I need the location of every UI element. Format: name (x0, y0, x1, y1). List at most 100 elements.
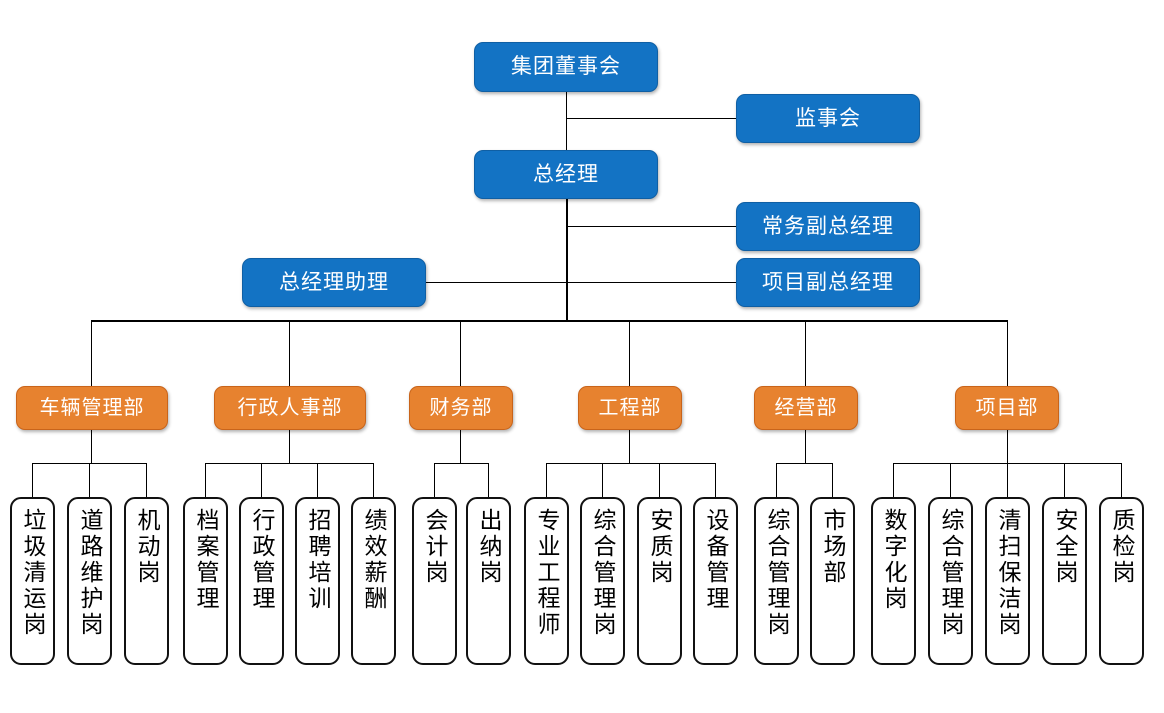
node-supervisory-board[interactable]: 监事会 (736, 94, 920, 143)
position-box-1-3[interactable]: 机动岗 (124, 497, 169, 665)
connector-stem-dept-3 (460, 430, 461, 463)
department-box-5[interactable]: 经营部 (754, 386, 858, 430)
connector-drop-dept-2 (289, 320, 290, 386)
position-label-6-4: 安全岗 (1052, 508, 1078, 586)
position-label-1-1: 垃圾清运岗 (20, 508, 46, 638)
node-gm-assistant[interactable]: 总经理助理 (242, 258, 426, 307)
node-board-label: 集团董事会 (511, 55, 621, 79)
connector-drop-dept-4 (629, 320, 630, 386)
connector-leafdrop-6-3 (1007, 463, 1008, 497)
position-box-4-4[interactable]: 设备管理 (693, 497, 738, 665)
connector-leafdrop-4-4 (715, 463, 716, 497)
position-box-1-2[interactable]: 道路维护岗 (67, 497, 112, 665)
connector-leafdrop-6-4 (1064, 463, 1065, 497)
department-label-5: 经营部 (774, 397, 838, 419)
position-box-2-4[interactable]: 绩效薪酬 (351, 497, 396, 665)
connector-leafdrop-6-5 (1121, 463, 1122, 497)
position-label-2-3: 招聘培训 (305, 508, 331, 612)
position-label-6-1: 数字化岗 (881, 508, 907, 612)
node-gm-assistant-label: 总经理助理 (279, 270, 389, 294)
connector-drop-dept-5 (805, 320, 806, 386)
node-project-deputy-gm-label: 项目副总经理 (762, 270, 894, 294)
position-label-6-3: 清扫保洁岗 (995, 508, 1021, 638)
position-label-2-2: 行政管理 (249, 508, 275, 612)
connector-leafdrop-4-1 (546, 463, 547, 497)
position-label-1-2: 道路维护岗 (77, 508, 103, 638)
department-box-2[interactable]: 行政人事部 (214, 386, 366, 430)
department-label-1: 车辆管理部 (39, 397, 145, 419)
department-label-4: 工程部 (598, 397, 662, 419)
position-box-2-2[interactable]: 行政管理 (239, 497, 284, 665)
node-general-manager[interactable]: 总经理 (474, 150, 658, 199)
connector-drop-dept-3 (460, 320, 461, 386)
connector-subbus-dept-3 (434, 463, 489, 464)
position-box-6-4[interactable]: 安全岗 (1042, 497, 1087, 665)
connector-leafdrop-1-3 (146, 463, 147, 497)
position-box-4-1[interactable]: 专业工程师 (524, 497, 569, 665)
position-box-5-1[interactable]: 综合管理岗 (754, 497, 799, 665)
position-box-6-3[interactable]: 清扫保洁岗 (985, 497, 1030, 665)
connector-leafdrop-6-2 (950, 463, 951, 497)
position-box-4-2[interactable]: 综合管理岗 (580, 497, 625, 665)
position-box-2-1[interactable]: 档案管理 (183, 497, 228, 665)
connector-stem-dept-1 (91, 430, 92, 463)
position-label-6-5: 质检岗 (1109, 508, 1135, 586)
connector-gm-to-exec-deputy (566, 226, 736, 227)
position-box-1-1[interactable]: 垃圾清运岗 (10, 497, 55, 665)
position-box-3-2[interactable]: 出纳岗 (466, 497, 511, 665)
connector-gm-assistant (426, 282, 566, 283)
connector-stem-dept-2 (289, 430, 290, 463)
position-box-3-1[interactable]: 会计岗 (412, 497, 457, 665)
position-label-3-2: 出纳岗 (476, 508, 502, 586)
department-label-2: 行政人事部 (237, 397, 343, 419)
position-label-5-2: 市场部 (820, 508, 846, 586)
connector-leafdrop-4-3 (659, 463, 660, 497)
connector-leafdrop-3-1 (434, 463, 435, 497)
connector-stem-dept-4 (629, 430, 630, 463)
node-executive-deputy-gm[interactable]: 常务副总经理 (736, 202, 920, 251)
department-box-3[interactable]: 财务部 (409, 386, 513, 430)
department-label-6: 项目部 (975, 397, 1039, 419)
connector-drop-dept-6 (1007, 320, 1008, 386)
connector-subbus-dept-4 (546, 463, 716, 464)
connector-stem-dept-6 (1007, 430, 1008, 463)
connector-subbus-dept-5 (776, 463, 833, 464)
position-box-5-2[interactable]: 市场部 (810, 497, 855, 665)
connector-leafdrop-6-1 (893, 463, 894, 497)
position-label-4-2: 综合管理岗 (590, 508, 616, 638)
department-box-4[interactable]: 工程部 (578, 386, 682, 430)
connector-stem-dept-5 (805, 430, 806, 463)
position-label-4-3: 安质岗 (647, 508, 673, 586)
position-box-6-2[interactable]: 综合管理岗 (928, 497, 973, 665)
position-label-3-1: 会计岗 (422, 508, 448, 586)
connector-leafdrop-2-3 (317, 463, 318, 497)
position-label-1-3: 机动岗 (134, 508, 160, 586)
connector-leafdrop-2-2 (261, 463, 262, 497)
connector-leafdrop-1-1 (32, 463, 33, 497)
connector-gm-to-supervisory (566, 118, 736, 119)
position-label-2-4: 绩效薪酬 (361, 508, 387, 612)
position-label-5-1: 综合管理岗 (764, 508, 790, 638)
connector-drop-dept-1 (91, 320, 92, 386)
position-box-2-3[interactable]: 招聘培训 (295, 497, 340, 665)
position-box-6-5[interactable]: 质检岗 (1099, 497, 1144, 665)
connector-department-bus (91, 320, 1008, 322)
node-board[interactable]: 集团董事会 (474, 42, 658, 92)
node-project-deputy-gm[interactable]: 项目副总经理 (736, 258, 920, 307)
connector-leafdrop-3-2 (488, 463, 489, 497)
node-supervisory-board-label: 监事会 (795, 106, 861, 130)
node-executive-deputy-gm-label: 常务副总经理 (762, 214, 894, 238)
connector-leafdrop-4-2 (602, 463, 603, 497)
department-label-3: 财务部 (429, 397, 493, 419)
position-box-6-1[interactable]: 数字化岗 (871, 497, 916, 665)
connector-leafdrop-2-4 (373, 463, 374, 497)
position-box-4-3[interactable]: 安质岗 (637, 497, 682, 665)
connector-gm-trunk (566, 199, 568, 321)
position-label-4-1: 专业工程师 (534, 508, 560, 638)
position-label-2-1: 档案管理 (193, 508, 219, 612)
department-box-6[interactable]: 项目部 (955, 386, 1059, 430)
connector-leafdrop-5-2 (832, 463, 833, 497)
department-box-1[interactable]: 车辆管理部 (16, 386, 168, 430)
connector-gm-to-project-deputy (566, 282, 736, 283)
